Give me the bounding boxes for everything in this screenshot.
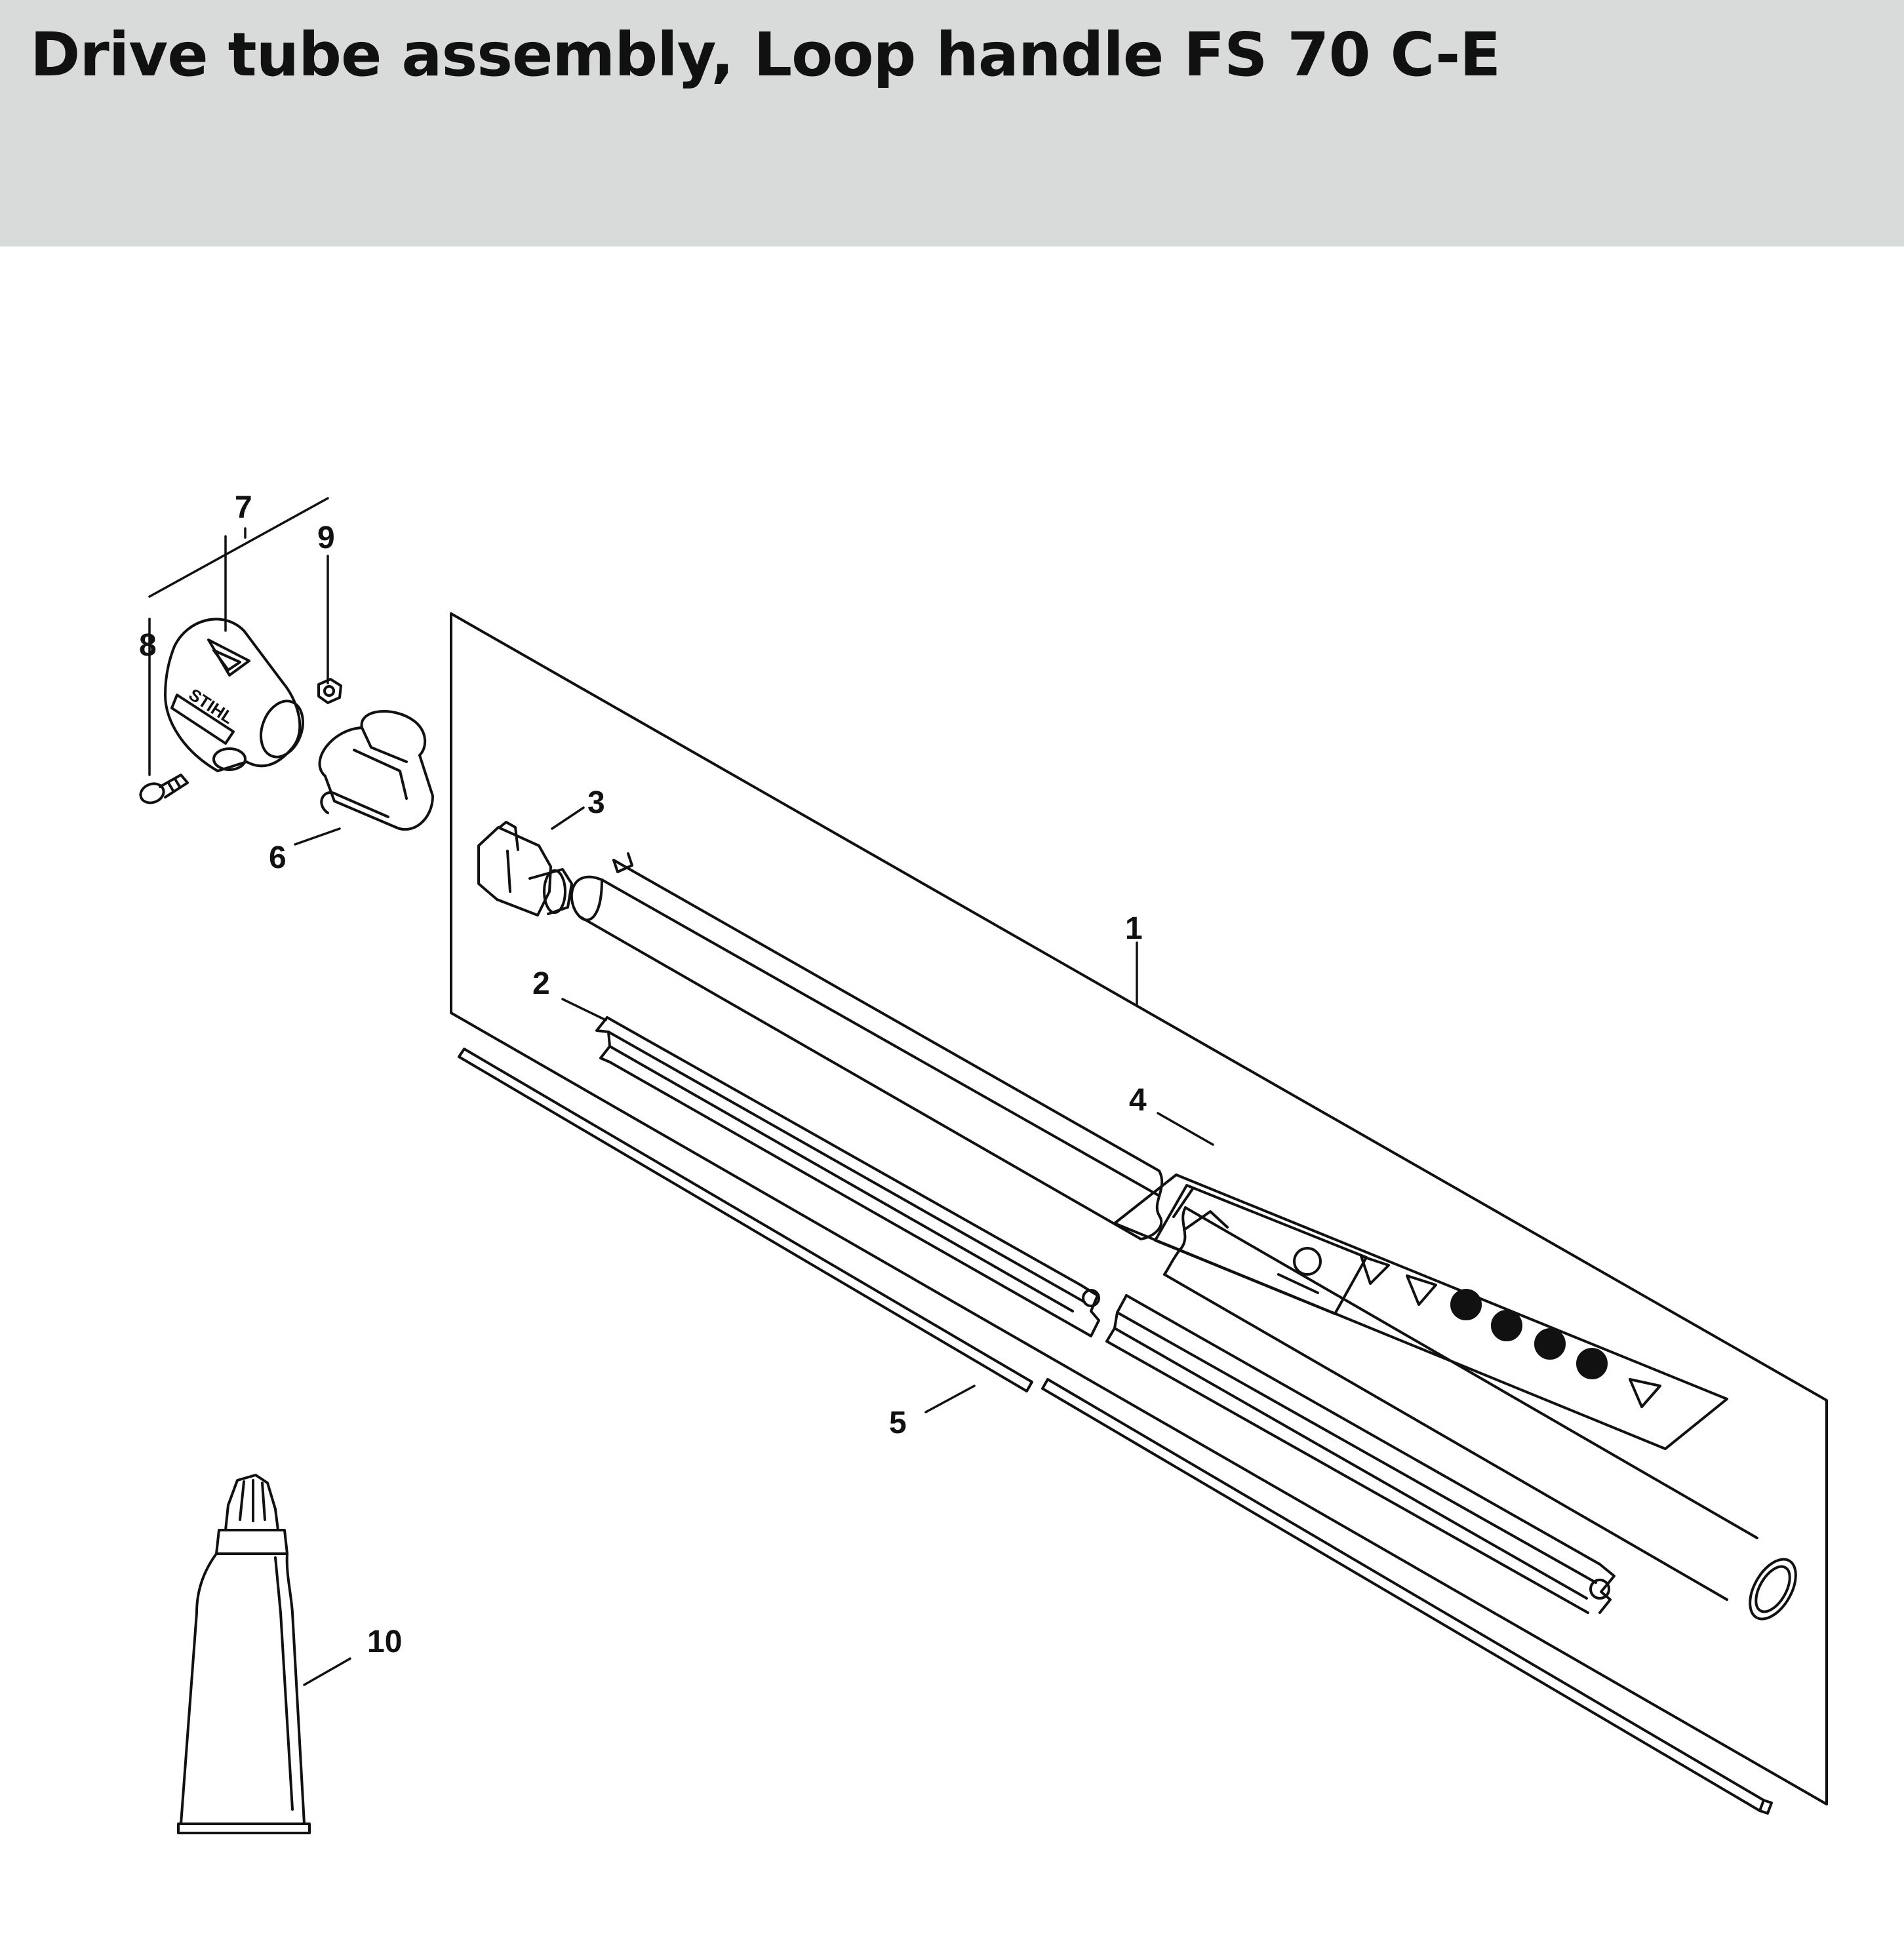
callout-leaders [148, 497, 1214, 1686]
bearing-sleeve [477, 821, 573, 916]
callout-1: 1 [1125, 911, 1143, 946]
callout-5: 5 [889, 1406, 907, 1440]
drive-tube-assembly-panel [450, 612, 1828, 1805]
screw [139, 774, 189, 804]
callout-4: 4 [1129, 1083, 1147, 1118]
clamp [318, 710, 434, 831]
callout-9: 9 [317, 521, 335, 555]
callout-2: 2 [532, 966, 550, 1001]
warning-label [1113, 1173, 1728, 1450]
nut [317, 678, 342, 704]
callout-8: 8 [139, 628, 157, 663]
page-header: Drive tube assembly, Loop handle FS 70 C… [0, 0, 1904, 246]
liner [595, 1016, 1616, 1614]
callout-6: 6 [269, 840, 287, 875]
flexible-shaft [458, 1048, 1773, 1815]
callout-7: 7 [235, 490, 252, 525]
page-title: Drive tube assembly, Loop handle FS 70 C… [30, 20, 1501, 90]
drive-tube [570, 852, 1797, 1621]
grease-tube [177, 1474, 311, 1834]
loop-handle [164, 618, 304, 772]
callout-labels: 1 2 3 4 5 6 7 8 9 10 STIHL [139, 490, 1147, 1659]
callout-10: 10 [367, 1625, 402, 1659]
callout-3: 3 [587, 785, 605, 820]
